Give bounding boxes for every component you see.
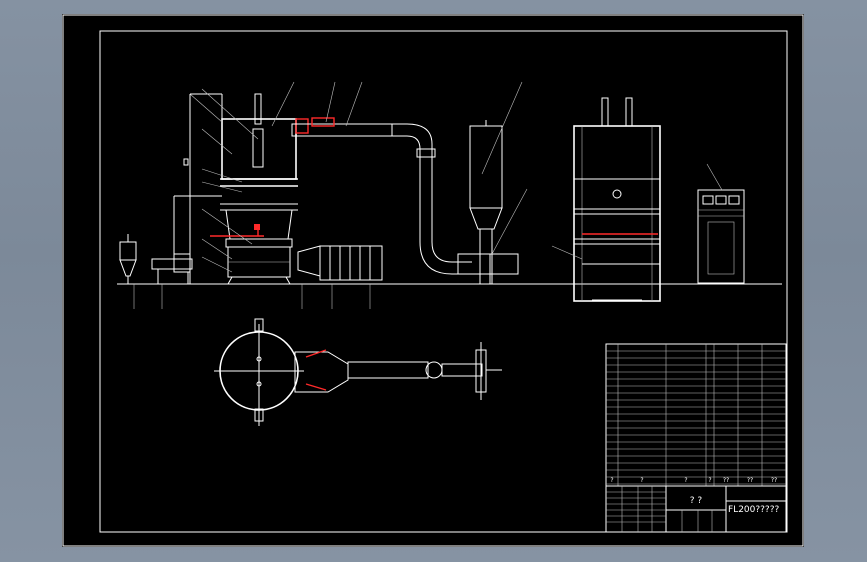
bom-footer-cell: ?	[640, 477, 643, 484]
bom-footer-cell: ??	[723, 477, 729, 484]
bom-footer-cell: ?	[610, 477, 613, 484]
bom-footer-cell: ?	[708, 477, 711, 484]
plan-view	[214, 318, 502, 426]
side-elevation-view	[551, 97, 745, 302]
drawing-title-text: FL200?????	[728, 505, 779, 515]
outer-frame	[62, 14, 804, 547]
drawing-sheet: ?????????? ? ? FL200?????	[62, 14, 804, 547]
title-block-center-text: ? ?	[690, 496, 703, 506]
inner-frame	[99, 30, 788, 533]
front-elevation-view	[117, 81, 782, 309]
cad-drawing: ?????????? ? ? FL200?????	[62, 14, 804, 547]
bom-footer-cell: ?	[684, 477, 687, 484]
bom-table: ??????????	[605, 343, 787, 487]
bom-footer-cell: ??	[771, 477, 777, 484]
bom-footer-cell: ??	[747, 477, 753, 484]
title-block: ? ? FL200?????	[605, 485, 787, 533]
